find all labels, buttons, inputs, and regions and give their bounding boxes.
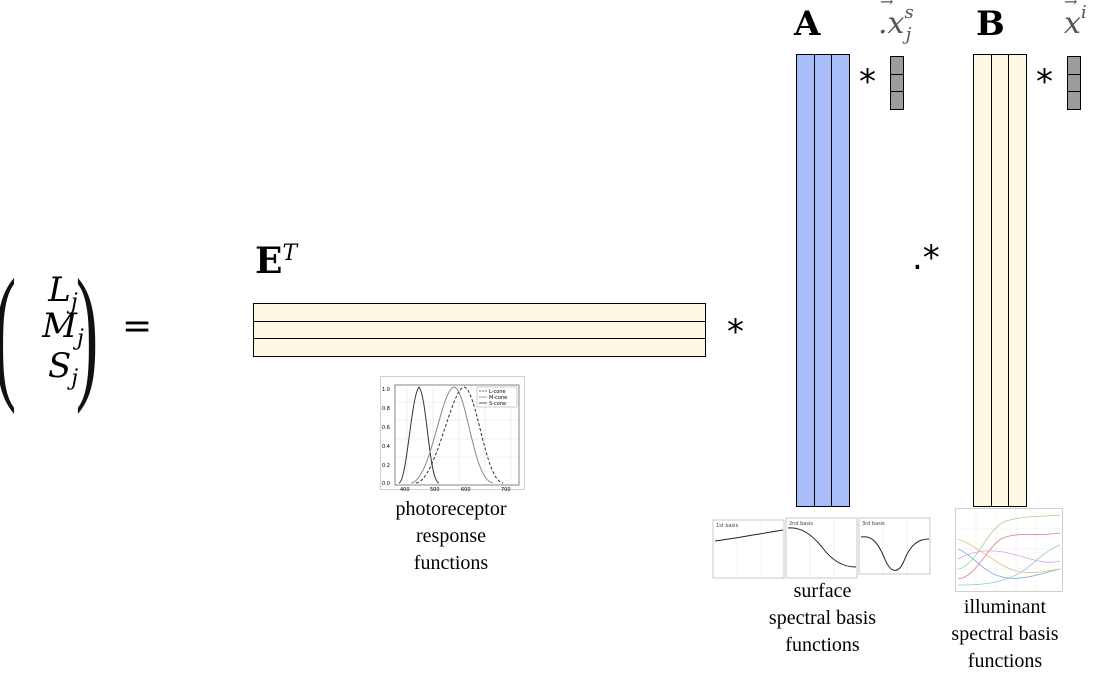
caption-line: spectral basis bbox=[768, 607, 877, 629]
x-tick-400: 400 bbox=[400, 487, 410, 493]
lhs-vector: ( ) bbox=[0, 249, 160, 415]
x-tick-600: 600 bbox=[461, 487, 471, 493]
caption-line: response bbox=[416, 525, 486, 547]
caption-line: surface bbox=[793, 580, 852, 602]
surface-weight-vector bbox=[890, 56, 904, 110]
legend-m-cone: M-cone bbox=[489, 395, 507, 401]
caption-line: functions bbox=[967, 650, 1043, 672]
photoreceptor-plot-svg: L-cone M-cone S-cone 400 500 600 700 0.0… bbox=[382, 384, 520, 493]
matrix-row-divider bbox=[254, 338, 705, 339]
y-tick-0.4: 0.4 bbox=[382, 444, 390, 450]
left-parenthesis: ( bbox=[0, 257, 16, 407]
surface-caption: surface spectral basis functions bbox=[740, 578, 905, 659]
multiply-operator: * bbox=[727, 312, 744, 352]
y-tick-0.6: 0.6 bbox=[382, 425, 390, 431]
surface-panel-2-title: 2nd basis bbox=[789, 521, 813, 527]
illuminant-basis-svg bbox=[956, 509, 1062, 591]
surface-panel-3-title: 3rd basis bbox=[862, 521, 885, 527]
y-tick-0.8: 0.8 bbox=[382, 406, 390, 412]
caption-line: spectral basis bbox=[951, 623, 1059, 645]
illuminant-basis-plot bbox=[955, 508, 1063, 592]
caption-line: functions bbox=[785, 634, 860, 656]
matrix-A-label: A bbox=[794, 4, 821, 44]
right-parenthesis: ) bbox=[75, 249, 99, 415]
lhs-S-component: Sj bbox=[47, 346, 79, 391]
matrix-B bbox=[973, 54, 1027, 507]
legend-l-cone: L-cone bbox=[489, 389, 506, 395]
illuminant-weight-vector bbox=[1067, 56, 1081, 110]
equals-sign: = bbox=[122, 306, 153, 347]
illuminant-caption: illuminant spectral basis functions bbox=[935, 594, 1075, 675]
x-tick-700: 700 bbox=[501, 487, 511, 493]
matrix-column-divider bbox=[991, 55, 992, 506]
matrix-E-transpose-label: ET bbox=[255, 240, 298, 282]
multiply-operator: * bbox=[859, 62, 876, 102]
legend-s-cone: S-cone bbox=[489, 401, 506, 407]
vector-divider bbox=[1068, 91, 1080, 92]
surface-weight-vector-label: .→xsj bbox=[878, 0, 914, 45]
y-tick-0: 0.0 bbox=[382, 481, 390, 487]
multiply-operator: * bbox=[1036, 62, 1053, 102]
matrix-column-divider bbox=[1008, 55, 1009, 506]
vector-divider bbox=[891, 74, 903, 75]
illuminant-weight-vector-label: →xi bbox=[1064, 0, 1087, 41]
matrix-row-divider bbox=[254, 321, 705, 322]
surface-panel-1-title: 1st basis bbox=[716, 523, 739, 529]
photoreceptor-caption: photoreceptor response functions bbox=[370, 496, 532, 577]
elementwise-multiply-operator: .* bbox=[912, 238, 940, 278]
y-tick-1.0: 1.0 bbox=[382, 387, 390, 393]
vector-divider bbox=[891, 91, 903, 92]
x-tick-500: 500 bbox=[430, 487, 440, 493]
vector-divider bbox=[1068, 74, 1080, 75]
matrix-B-label: B bbox=[976, 4, 1005, 44]
matrix-column-divider bbox=[831, 55, 832, 506]
caption-line: functions bbox=[413, 552, 489, 574]
y-tick-0.2: 0.2 bbox=[382, 463, 390, 469]
caption-line: illuminant bbox=[963, 596, 1047, 618]
matrix-column-divider bbox=[814, 55, 815, 506]
caption-line: photoreceptor bbox=[395, 498, 507, 520]
matrix-E-transpose bbox=[253, 303, 706, 357]
lhs-M-component: Mj bbox=[42, 306, 84, 351]
matrix-A bbox=[796, 54, 850, 507]
surface-basis-svg: 1st basis 2nd basis 3rd basis bbox=[712, 517, 931, 579]
surface-basis-plots: 1st basis 2nd basis 3rd basis bbox=[712, 517, 932, 579]
photoreceptor-response-plot: L-cone M-cone S-cone 400 500 600 700 0.0… bbox=[380, 376, 525, 493]
lhs-L-component: Lj bbox=[48, 270, 78, 315]
